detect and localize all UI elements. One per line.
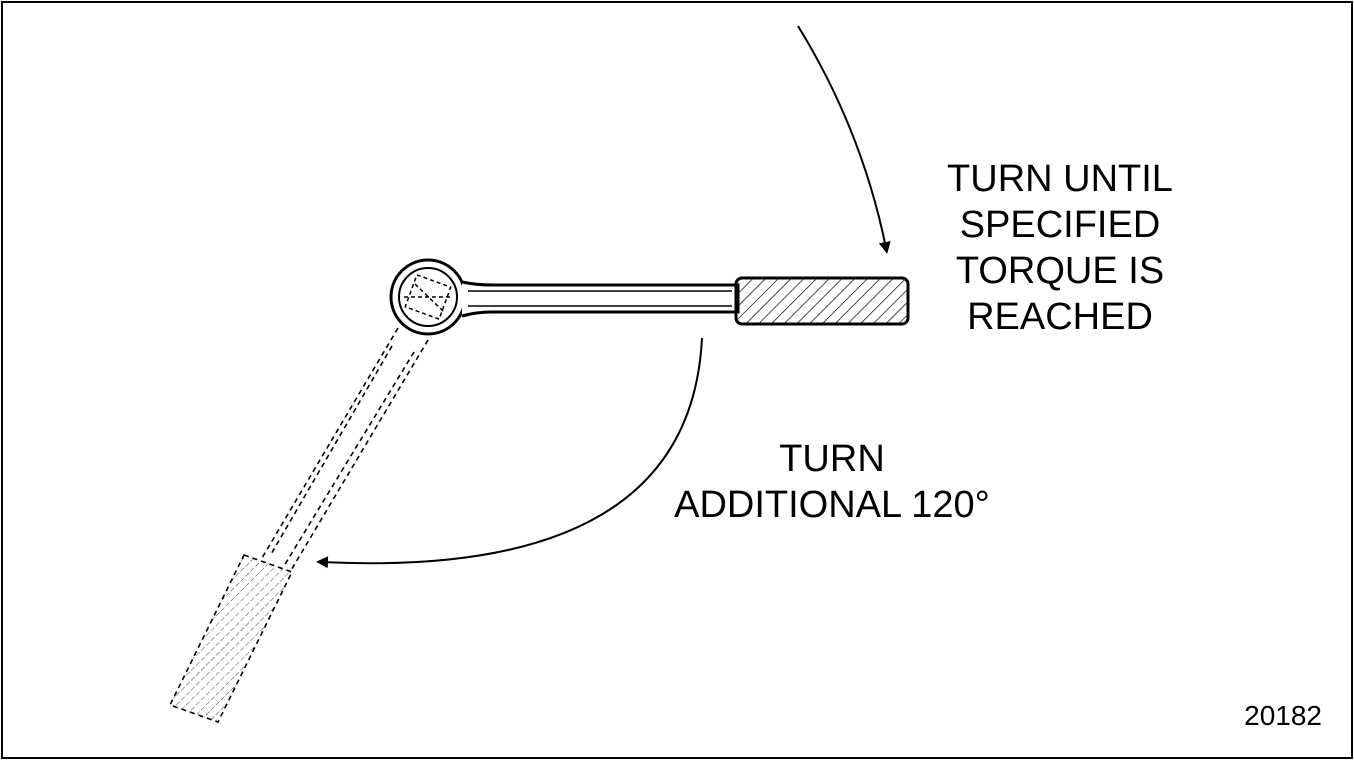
torque-label-line: TORQUE IS	[955, 250, 1165, 292]
figure-number: 20182	[1244, 700, 1322, 731]
ratchet-wrench-icon	[389, 258, 910, 336]
torque-instruction-label: TURN UNTIL SPECIFIED TORQUE IS REACHED	[900, 156, 1220, 340]
torque-label-line: TURN UNTIL	[947, 158, 1173, 200]
torque-label-line: REACHED	[967, 296, 1153, 338]
ratchet-wrench-final-position-icon	[168, 327, 429, 723]
socket-drive-icon	[404, 273, 452, 321]
additional-turn-label: TURN ADDITIONAL 120°	[640, 436, 1024, 528]
additional-turn-arrow	[316, 337, 703, 569]
additional-label-line: ADDITIONAL 120°	[674, 484, 990, 526]
torque-arrow	[797, 25, 891, 254]
torque-label-line: SPECIFIED	[959, 204, 1161, 246]
additional-label-line: TURN	[779, 438, 885, 480]
